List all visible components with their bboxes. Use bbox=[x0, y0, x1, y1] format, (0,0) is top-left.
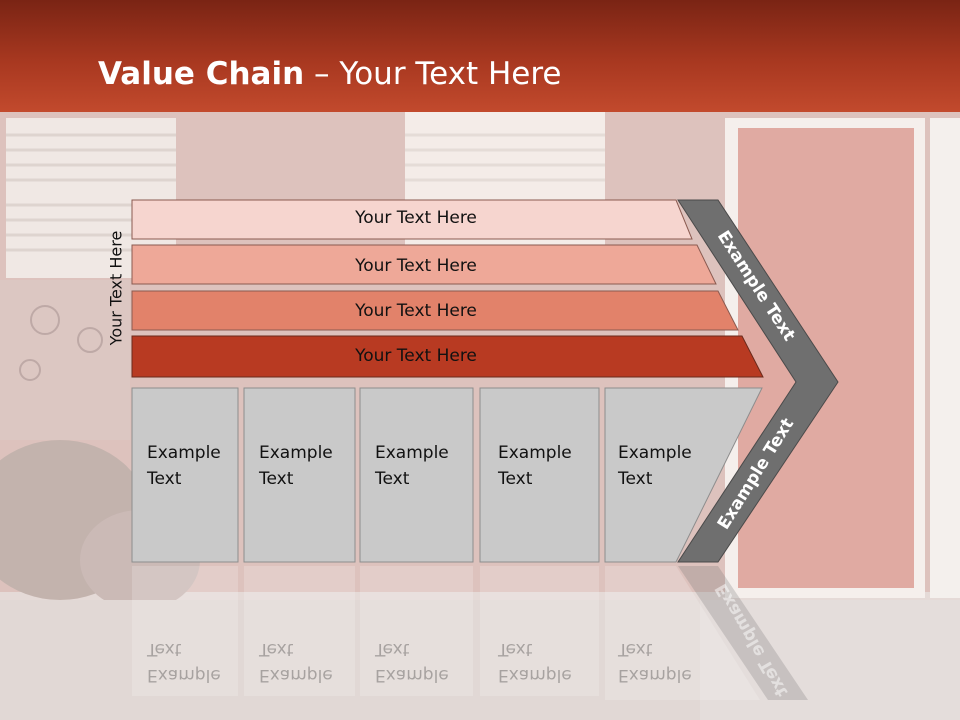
bar-label-3: Your Text Here bbox=[355, 301, 477, 321]
box-label-1-line2: Text bbox=[147, 469, 182, 489]
box-reflection-2: Example Text bbox=[259, 636, 349, 688]
title-rest: – Your Text Here bbox=[304, 56, 562, 92]
box-3[interactable] bbox=[359, 387, 474, 563]
box-label-5: Example Text bbox=[618, 440, 708, 492]
bar-1[interactable] bbox=[131, 199, 693, 240]
box-label-3: Example Text bbox=[375, 440, 465, 492]
box-reflection-2-line2: Text bbox=[259, 639, 294, 659]
bar-label-2: Your Text Here bbox=[355, 256, 477, 276]
box-reflection-1: Example Text bbox=[147, 636, 237, 688]
box-label-2-line2: Text bbox=[259, 469, 294, 489]
box-label-3-line2: Text bbox=[375, 469, 410, 489]
box-label-4: Example Text bbox=[498, 440, 588, 492]
box-reflection-3: Example Text bbox=[375, 636, 465, 688]
bar-label-4: Your Text Here bbox=[355, 346, 477, 366]
box-label-4-line1: Example bbox=[498, 443, 572, 463]
box-reflection-3-line1: Example bbox=[375, 665, 449, 685]
box-label-2-line1: Example bbox=[259, 443, 333, 463]
box-reflection-4-line1: Example bbox=[498, 665, 572, 685]
box-reflection-4-line2: Text bbox=[498, 639, 533, 659]
bar-3[interactable] bbox=[131, 290, 739, 331]
title-bold: Value Chain bbox=[98, 56, 305, 92]
box-1[interactable] bbox=[131, 387, 239, 563]
box-label-3-line1: Example bbox=[375, 443, 449, 463]
slide-title: Value Chain – Your Text Here bbox=[98, 56, 561, 92]
header-band bbox=[0, 0, 960, 112]
box-label-1: Example Text bbox=[147, 440, 237, 492]
box-label-5-line2: Text bbox=[618, 469, 653, 489]
box-reflection-5: Example Text bbox=[618, 636, 708, 688]
box-reflection-5-line1: Example bbox=[618, 665, 692, 685]
bar-2[interactable] bbox=[131, 244, 717, 285]
box-reflection-2-line1: Example bbox=[259, 665, 333, 685]
chevron-arrow[interactable] bbox=[677, 199, 839, 563]
box-reflection-1-line1: Example bbox=[147, 665, 221, 685]
box-label-4-line2: Text bbox=[498, 469, 533, 489]
box-reflection-4: Example Text bbox=[498, 636, 588, 688]
box-4[interactable] bbox=[479, 387, 600, 563]
box-label-2: Example Text bbox=[259, 440, 349, 492]
box-label-5-line1: Example bbox=[618, 443, 692, 463]
box-reflection-1-line2: Text bbox=[147, 639, 182, 659]
box-label-1-line1: Example bbox=[147, 443, 221, 463]
box-reflection-3-line2: Text bbox=[375, 639, 410, 659]
box-2[interactable] bbox=[243, 387, 356, 563]
bar-4[interactable] bbox=[131, 335, 764, 378]
box-5[interactable] bbox=[604, 387, 763, 563]
bar-label-1: Your Text Here bbox=[355, 208, 477, 228]
box-reflection-5-line2: Text bbox=[618, 639, 653, 659]
